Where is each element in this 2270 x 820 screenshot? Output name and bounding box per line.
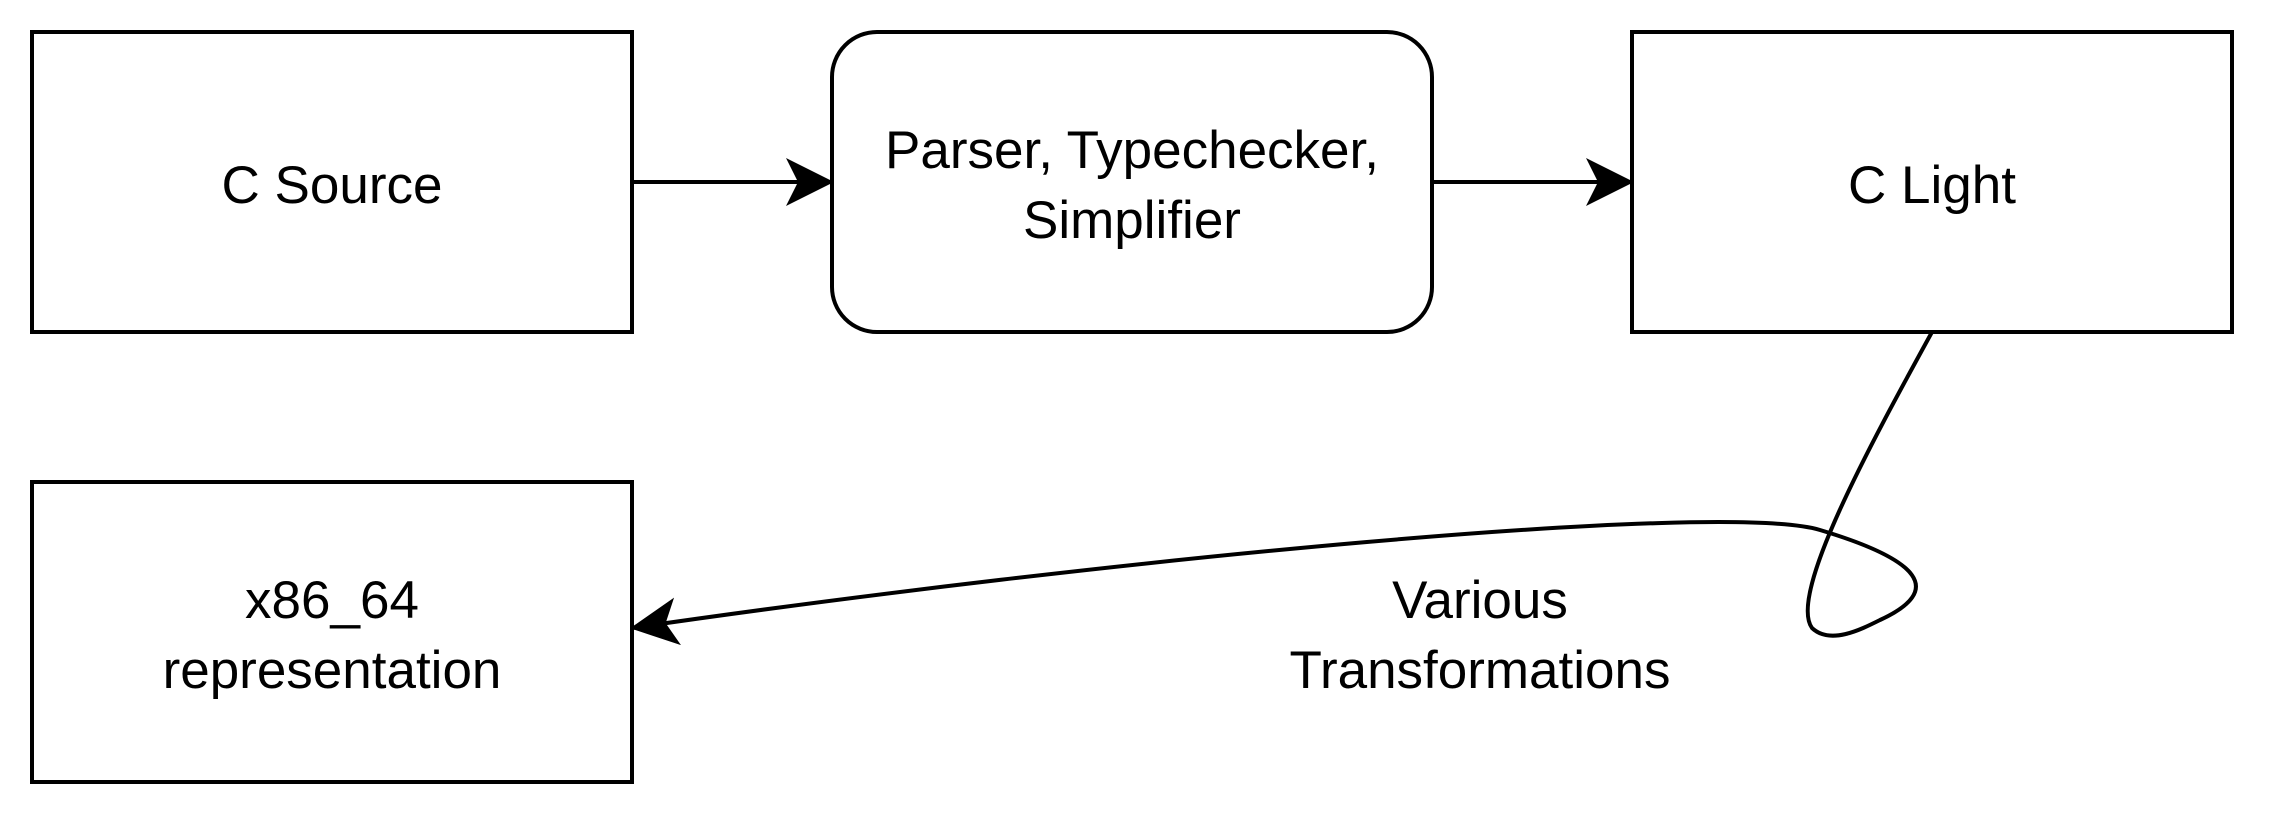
node-x86: x86_64 representation xyxy=(30,480,634,784)
node-x86-box xyxy=(30,480,634,784)
node-c-source: C Source xyxy=(30,30,634,334)
edge-clight-to-x86 xyxy=(630,331,1934,646)
edge-transformations-label: Various Transformations xyxy=(1290,571,1671,700)
edge-transformations-label-line2: Transformations xyxy=(1290,641,1671,700)
node-parser-label-line1: Parser, Typechecker, xyxy=(885,121,1379,180)
node-c-light-label: C Light xyxy=(1848,156,2016,215)
node-c-source-box xyxy=(30,30,634,334)
node-parser-box xyxy=(830,30,1434,334)
node-parser-label-line2: Simplifier xyxy=(1023,191,1241,250)
node-parser: Parser, Typechecker, Simplifier xyxy=(830,30,1434,334)
edge-transformations-label-line1: Various xyxy=(1392,571,1568,630)
node-x86-label-line2: representation xyxy=(163,641,502,700)
node-c-light: C Light xyxy=(1630,30,2234,334)
node-c-source-label: C Source xyxy=(222,156,443,215)
node-c-light-box xyxy=(1630,30,2234,334)
node-x86-label-line1: x86_64 xyxy=(245,571,419,630)
